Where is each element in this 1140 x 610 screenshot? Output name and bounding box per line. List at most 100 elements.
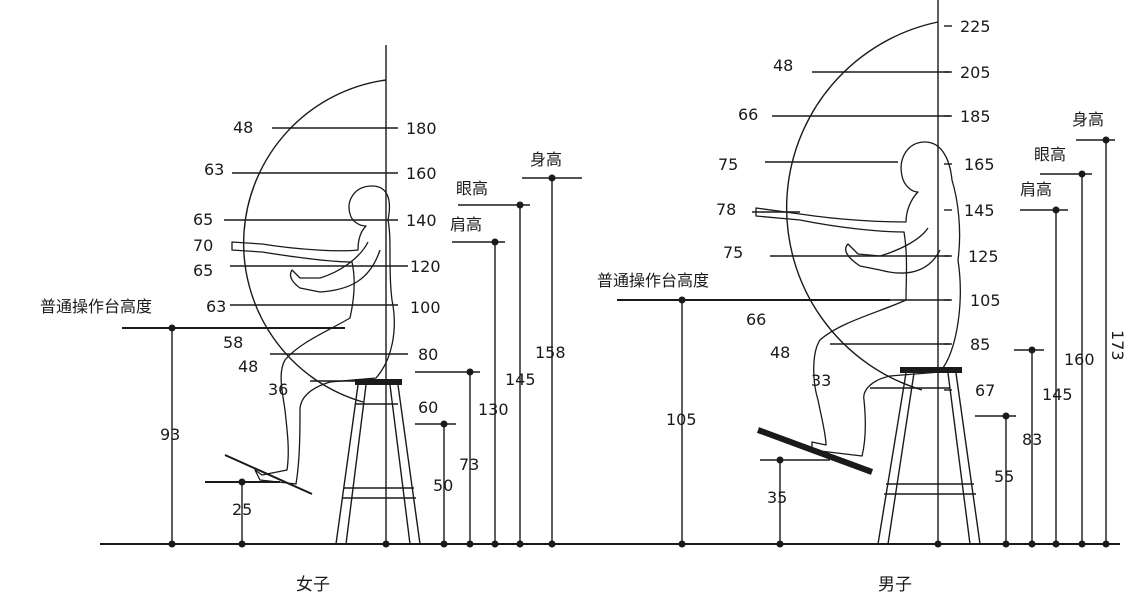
female-reach-label: 65: [193, 210, 213, 229]
female-arm-outline: [289, 241, 381, 293]
male-table-value: 105: [666, 410, 697, 429]
female-shoulder-dot: [491, 238, 499, 246]
female-footrest-value: 25: [232, 500, 252, 519]
female-footrest-dot: [238, 540, 246, 548]
female-scale-label: 160: [406, 164, 437, 183]
male-shoulder-label: 肩高: [1020, 180, 1052, 199]
female-reach-label: 65: [193, 261, 213, 280]
female-stool-legs: [335, 384, 421, 545]
female-reach-arc: [242, 79, 387, 403]
male-footrest-dot: [776, 456, 784, 464]
female-figure-group: [122, 45, 582, 548]
female-footrest-dot: [238, 478, 246, 486]
female-caption: 女子: [296, 575, 330, 595]
male-reach-label: 66: [738, 105, 758, 124]
male-scale-label: 67: [975, 381, 995, 400]
male-reach-label: 75: [723, 243, 743, 262]
male-stature-label: 身高: [1072, 110, 1104, 129]
female-eye-dot: [516, 201, 524, 209]
male-eye-dot: [1078, 540, 1086, 548]
male-arm-outline: [845, 227, 941, 274]
male-scale-label: 125: [968, 247, 999, 266]
female-seat-total-dot: [466, 368, 474, 376]
female-stature-label: 身高: [530, 150, 562, 169]
female-reach-label: 36: [268, 380, 288, 399]
male-scale-label: 205: [960, 63, 991, 82]
male-eye-dot: [1078, 170, 1086, 178]
male-reach-label: 78: [716, 200, 736, 219]
female-seat-total-dot: [466, 540, 474, 548]
male-shoulder-dot: [1052, 540, 1060, 548]
male-footrest-dot: [776, 540, 784, 548]
male-seat-dot: [1002, 540, 1010, 548]
male-table-dot: [678, 296, 686, 304]
female-eye-dot: [516, 540, 524, 548]
female-scale-label: 120: [410, 257, 441, 276]
male-scale-label: 145: [964, 201, 995, 220]
male-stool-legs: [877, 372, 981, 545]
female-reach-label: 58: [223, 333, 243, 352]
male-scale-label: 165: [964, 155, 995, 174]
male-stature-dot: [1102, 136, 1110, 144]
male-ground-dot: [934, 540, 942, 548]
male-table-dot: [678, 540, 686, 548]
female-table-dot: [168, 324, 176, 332]
female-reach-label: 63: [206, 297, 226, 316]
female-footrest-incline: [224, 454, 313, 495]
female-scale-label: 140: [406, 211, 437, 230]
female-shoulder-dot: [491, 540, 499, 548]
female-table-dot: [168, 540, 176, 548]
female-shoulder-label: 肩高: [450, 215, 482, 234]
male-seat-total-value: 83: [1022, 430, 1042, 449]
female-reach-label: 63: [204, 160, 224, 179]
male-seat-height-value: 55: [994, 467, 1014, 486]
male-figure-group: [617, 0, 1115, 548]
male-caption: 男子: [878, 575, 912, 595]
female-stature-dot: [548, 174, 556, 182]
male-scale-label: 225: [960, 17, 991, 36]
male-scale-label: 85: [970, 335, 990, 354]
female-shoulder-value: 130: [478, 400, 509, 419]
male-seat-total-dot: [1028, 346, 1036, 354]
female-reach-label: 48: [238, 357, 258, 376]
male-scale-label: 105: [970, 291, 1001, 310]
female-scale-label: 60: [418, 398, 438, 417]
male-table-label: 普通操作台高度: [597, 271, 709, 290]
female-eye-value: 145: [505, 370, 536, 389]
female-reach-label: 48: [233, 118, 253, 137]
male-seat-total-dot: [1028, 540, 1036, 548]
male-reach-label: 48: [770, 343, 790, 362]
male-reach-label: 66: [746, 310, 766, 329]
male-stature-dot: [1102, 540, 1110, 548]
male-scale-ticks: [944, 25, 952, 391]
female-seat-total-value: 73: [459, 455, 479, 474]
male-eye-label: 眼高: [1034, 145, 1066, 164]
female-table-label: 普通操作台高度: [40, 297, 152, 316]
male-reach-arc: [785, 21, 939, 391]
female-scale-label: 100: [410, 298, 441, 317]
female-scale-label: 180: [406, 119, 437, 138]
male-shoulder-dot: [1052, 206, 1060, 214]
male-stature-value: 173: [1108, 330, 1127, 361]
female-eye-label: 眼高: [456, 179, 488, 198]
female-stature-dot: [548, 540, 556, 548]
female-reach-label: 70: [193, 236, 213, 255]
female-stature-value: 158: [535, 343, 566, 362]
male-reach-label: 33: [811, 371, 831, 390]
male-scale-label: 185: [960, 107, 991, 126]
male-body-outline: [755, 141, 961, 457]
female-table-value: 93: [160, 425, 180, 444]
female-scale-label: 80: [418, 345, 438, 364]
male-footrest-incline: [756, 427, 874, 475]
male-shoulder-value: 145: [1042, 385, 1073, 404]
male-reach-label: 48: [773, 56, 793, 75]
female-body-outline: [231, 185, 395, 485]
female-seat-dot: [440, 420, 448, 428]
female-seat-dot: [440, 540, 448, 548]
female-ground-dot: [382, 540, 390, 548]
male-reach-label: 75: [718, 155, 738, 174]
female-seat-height-value: 50: [433, 476, 453, 495]
male-seat-dot: [1002, 412, 1010, 420]
